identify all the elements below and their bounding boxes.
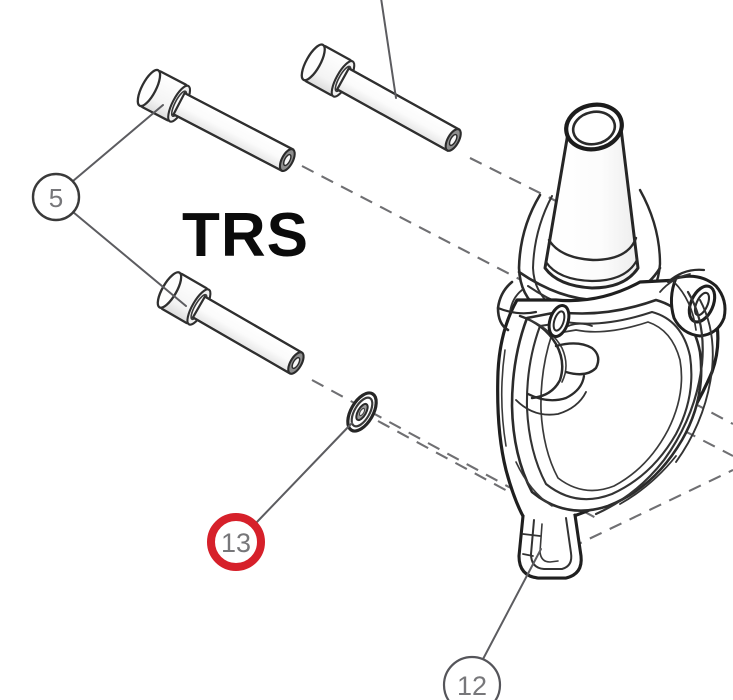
callout-12[interactable]: 12 bbox=[442, 655, 502, 700]
hose-neck bbox=[543, 102, 640, 290]
bolt-lower-left bbox=[156, 271, 305, 375]
leader-5-to-bolt-2 bbox=[72, 211, 187, 307]
housing-casting bbox=[496, 102, 727, 580]
callout-12-label: 12 bbox=[457, 671, 487, 700]
leader-13-to-washer bbox=[255, 422, 353, 524]
callout-13-label: 13 bbox=[221, 528, 251, 558]
bolt-boss-left bbox=[547, 304, 571, 338]
leader-top-to-bolt-3 bbox=[380, 0, 397, 99]
callout-13[interactable]: 13 bbox=[207, 513, 265, 571]
centerline-bolt-3 bbox=[311, 379, 521, 494]
bolt-upper-left bbox=[136, 68, 296, 173]
leader-5-to-bolt-1 bbox=[72, 104, 164, 182]
leader-lines bbox=[72, 0, 542, 662]
pump-cavity bbox=[510, 298, 703, 512]
callout-5-label: 5 bbox=[49, 183, 63, 213]
watermark-trs: TRS bbox=[182, 201, 309, 270]
callout-13-ring bbox=[207, 513, 265, 571]
flange-groove bbox=[500, 349, 553, 507]
washer-seal bbox=[346, 391, 378, 433]
centerline-washer bbox=[377, 420, 525, 501]
mounting-foot-lower bbox=[517, 513, 583, 580]
callout-5-ring bbox=[31, 172, 81, 222]
centerline-housing-low bbox=[569, 469, 733, 549]
leader-12-to-casting bbox=[481, 548, 542, 662]
callout-5[interactable]: 5 bbox=[31, 172, 81, 222]
body-contours bbox=[594, 281, 714, 516]
centerline-bolt-1 bbox=[301, 165, 524, 282]
mounting-ear-upper bbox=[496, 280, 538, 332]
callout-12-ring bbox=[442, 655, 502, 700]
bolt-upper-right bbox=[300, 43, 462, 152]
centerline-bolt-2 bbox=[469, 157, 557, 202]
